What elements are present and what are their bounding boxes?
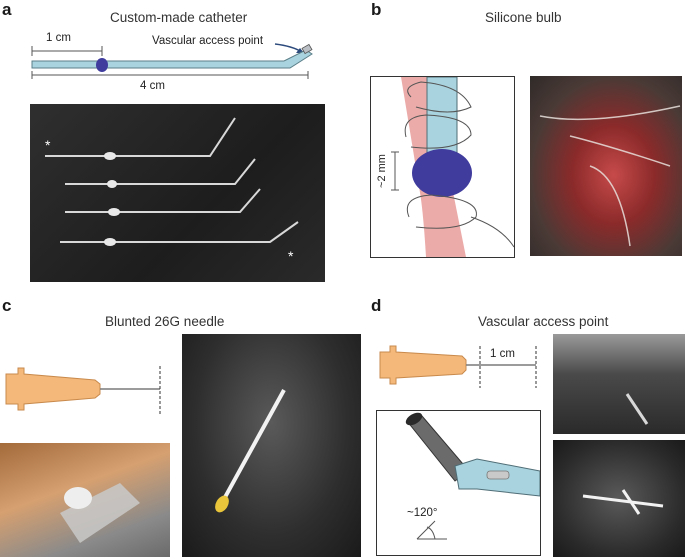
needle-hub (5, 367, 101, 411)
blunted-needle-photo (182, 334, 361, 557)
panel-b-title: Silicone bulb (485, 10, 562, 25)
vascular-access-label: Vascular access point (152, 35, 264, 47)
access-needle-diagram (379, 345, 537, 388)
catheter-scale-label: 1 cm (46, 32, 71, 44)
bulb-size-label: ~2 mm (375, 154, 388, 188)
panel-d-title: Vascular access point (478, 314, 609, 329)
access-point-photo-bottom (553, 440, 685, 557)
panel-b-letter: b (371, 0, 382, 19)
panel-c-letter: c (2, 296, 12, 315)
needle-diagram (5, 366, 161, 414)
panel-c-title: Blunted 26G needle (105, 314, 225, 329)
access-point-schematic: ~120° (376, 410, 541, 556)
access-point-photo-top (553, 334, 685, 434)
catheter-diagram (31, 43, 313, 79)
silicone-bulb-schematic: ~2 mm (370, 76, 515, 258)
photo-marker-left: * (45, 137, 51, 153)
access-scale-label: 1 cm (490, 348, 515, 360)
angle-label: ~120° (407, 507, 438, 519)
photo-marker-right: * (288, 248, 294, 264)
silicone-bulb (412, 149, 472, 197)
bulb-surgery-photo (530, 76, 682, 256)
catheter-length-label: 4 cm (140, 80, 165, 92)
catheters-photo: * * (30, 104, 325, 282)
panel-a-letter: a (2, 0, 12, 19)
needle-pliers-photo (0, 443, 170, 557)
panel-a-title: Custom-made catheter (110, 10, 248, 25)
panel-d-letter: d (371, 296, 382, 315)
catheter-tube (31, 49, 313, 69)
catheter-bulb (96, 58, 108, 72)
